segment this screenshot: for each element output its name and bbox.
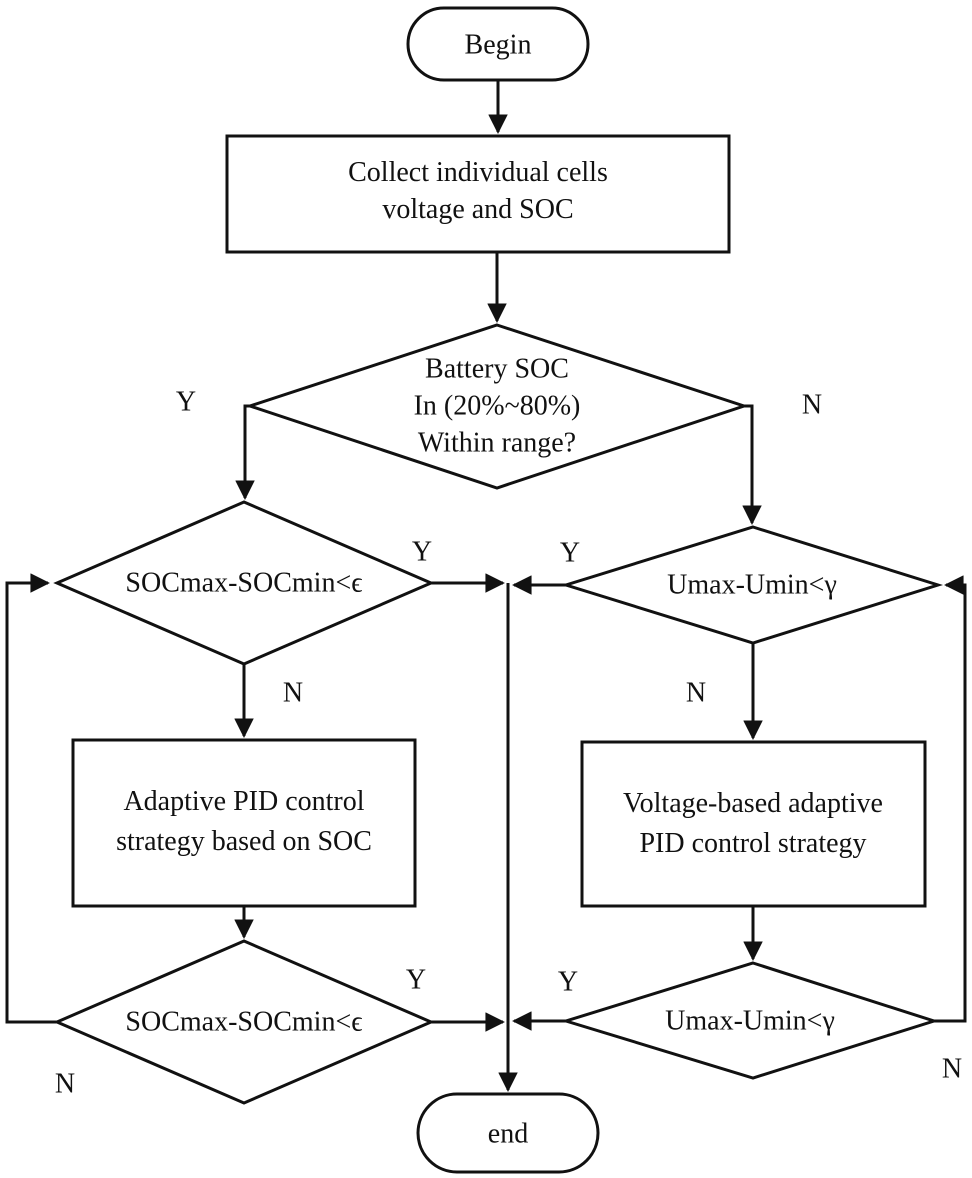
voltage-gap-lower-no-label: N xyxy=(941,1053,963,1085)
soc-pid-line1: Adaptive PID control xyxy=(123,786,365,817)
soc-range-decision-label: Battery SOC In (20%~80%) Within range? xyxy=(414,351,581,462)
soc-gap-lower-yes-label: Y xyxy=(405,964,427,996)
arrow-soc-range-yes xyxy=(235,404,255,500)
arrow-soc-range-no xyxy=(742,404,762,525)
collect-line2: voltage and SOC xyxy=(382,194,574,225)
collect-line1: Collect individual cells xyxy=(348,157,608,188)
soc-gap-upper-yes-label: Y xyxy=(411,536,433,568)
soc-gap-upper-no-label: N xyxy=(282,677,304,709)
voltage-gap-upper-yes-label: Y xyxy=(559,537,581,569)
voltage-gap-upper-decision-label: Umax-Umin<γ xyxy=(667,569,837,601)
soc-gap-upper-decision-label: SOCmax-SOCmin<ϵ xyxy=(125,567,363,599)
voltage-pid-line1: Voltage-based adaptive xyxy=(623,788,883,819)
begin-node-label: Begin xyxy=(464,29,532,61)
soc-pid-node-label: Adaptive PID control strategy based on S… xyxy=(116,782,372,862)
soc-gap-lower-decision-shape xyxy=(53,939,435,1105)
soc-range-line1: Battery SOC xyxy=(425,353,569,385)
soc-range-decision-shape xyxy=(245,323,749,490)
voltage-gap-lower-decision-shape xyxy=(560,961,939,1080)
voltage-pid-node-shape xyxy=(580,740,927,908)
soc-pid-node-shape xyxy=(71,738,417,908)
soc-gap-lower-no-label: N xyxy=(54,1068,76,1100)
voltage-gap-lower-decision-label: Umax-Umin<γ xyxy=(665,1005,835,1037)
soc-gap-lower-decision-label: SOCmax-SOCmin<ϵ xyxy=(125,1006,363,1038)
soc-range-line3: Within range? xyxy=(417,427,577,459)
arrow-soc-gap-lower-no-loop xyxy=(5,573,57,1024)
arrow-voltage-gap-lower-no-loop xyxy=(934,575,967,1023)
soc-range-no-label: N xyxy=(801,389,823,421)
soc-range-line2: In (20%~80%) xyxy=(413,390,581,422)
end-node-label: end xyxy=(487,1118,529,1150)
voltage-pid-line2: PID control strategy xyxy=(639,828,867,859)
collect-node-label: Collect individual cells voltage and SOC xyxy=(348,154,608,228)
soc-pid-line2: strategy based on SOC xyxy=(116,826,372,857)
collect-node-shape xyxy=(225,134,731,254)
voltage-gap-lower-yes-label: Y xyxy=(557,966,579,998)
voltage-gap-upper-no-label: N xyxy=(685,677,707,709)
end-node-shape xyxy=(416,1092,600,1174)
voltage-pid-node-label: Voltage-based adaptive PID control strat… xyxy=(623,784,883,864)
soc-range-yes-label: Y xyxy=(175,386,197,418)
